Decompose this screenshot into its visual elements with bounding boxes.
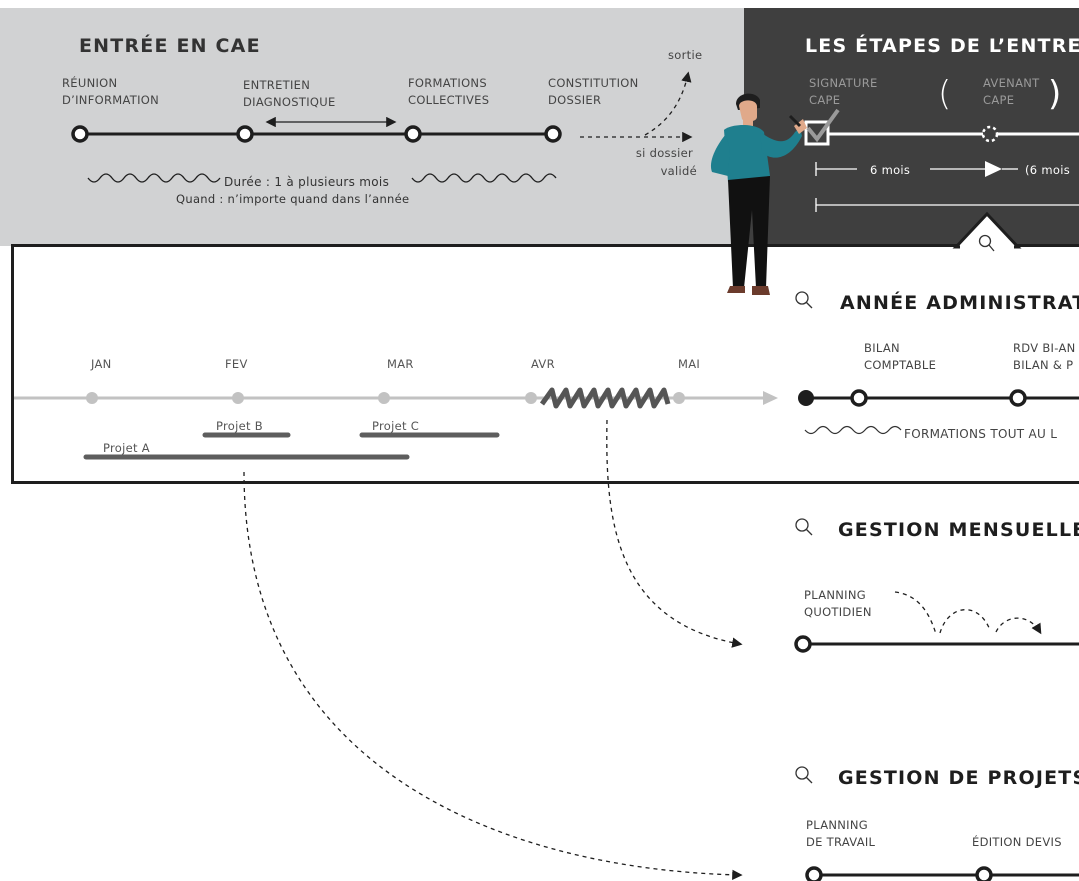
project-a-label: Projet A bbox=[103, 441, 150, 455]
projects-node-2 bbox=[975, 866, 993, 881]
signature-checkbox bbox=[804, 120, 830, 146]
projects-planning-label: PLANNING DE TRAVAIL bbox=[806, 818, 876, 849]
duration-wave-left bbox=[87, 173, 221, 183]
zoom-tab bbox=[952, 211, 1022, 249]
projects-node-1 bbox=[805, 866, 823, 881]
monthly-node bbox=[794, 635, 812, 653]
avr-to-monthly-connector bbox=[606, 419, 743, 648]
six-months-paren-label: (6 mois bbox=[1025, 163, 1070, 177]
step-label-reunion: RÉUNION D’INFORMATION bbox=[62, 75, 159, 107]
month-avr: AVR bbox=[531, 357, 555, 371]
person-neck bbox=[743, 118, 753, 126]
projects-search-icon bbox=[795, 766, 813, 784]
month-dot-mai bbox=[673, 392, 685, 404]
paren-close: ) bbox=[1048, 74, 1061, 114]
month-jan: JAN bbox=[90, 357, 112, 371]
monthly-title: GESTION MENSUELLE bbox=[838, 519, 1079, 541]
scribble-mark bbox=[539, 387, 671, 409]
person-trousers bbox=[728, 176, 770, 288]
daily-hop-arrows bbox=[894, 591, 1040, 634]
admin-node-rdv bbox=[1009, 389, 1027, 407]
entry-node-2 bbox=[236, 125, 254, 143]
calendar-frame bbox=[11, 244, 1079, 484]
entry-title: ENTRÉE EN CAE bbox=[79, 34, 261, 57]
projects-to-management-connector bbox=[243, 471, 743, 881]
avenant-label: AVENANT CAPE bbox=[983, 76, 1043, 107]
signature-label: SIGNATURE CAPE bbox=[809, 76, 882, 107]
monthly-planning-label: PLANNING QUOTIDIEN bbox=[804, 588, 872, 619]
person-hand-right bbox=[794, 119, 807, 134]
month-mai: MAI bbox=[678, 357, 700, 371]
person-head bbox=[739, 100, 757, 122]
step-label-formations: FORMATIONS COLLECTIVES bbox=[408, 76, 491, 107]
project-c-label: Projet C bbox=[372, 419, 419, 433]
six-months-arrowhead bbox=[985, 161, 1002, 177]
bilan-label: BILAN COMPTABLE bbox=[864, 341, 936, 372]
paren-open: ( bbox=[938, 74, 951, 114]
step-label-entretien: ENTRETIEN DIAGNOSTIQUE bbox=[243, 78, 336, 109]
validated-label: si dossier validé bbox=[636, 146, 697, 178]
month-dot-mar bbox=[378, 392, 390, 404]
person-shoe-left bbox=[727, 286, 745, 293]
step-label-constitution: CONSTITUTION DOSSIER bbox=[548, 76, 642, 107]
person-shoe-right bbox=[752, 286, 770, 295]
entry-node-4 bbox=[544, 125, 562, 143]
admin-node-start bbox=[798, 390, 814, 406]
devis-label: ÉDITION DEVIS bbox=[972, 834, 1062, 849]
avenant-node bbox=[981, 125, 999, 143]
admin-formations: FORMATIONS TOUT AU L bbox=[904, 427, 1057, 441]
month-mar: MAR bbox=[387, 357, 414, 371]
person-arm-right bbox=[760, 128, 802, 158]
zoom-search-icon bbox=[978, 234, 995, 252]
month-dot-fev bbox=[232, 392, 244, 404]
entry-node-1 bbox=[71, 125, 89, 143]
stages-title: LES ÉTAPES DE L’ENTREP bbox=[805, 34, 1079, 57]
calendar-arrowhead bbox=[763, 391, 778, 405]
month-dot-avr bbox=[525, 392, 537, 404]
admin-title: ANNÉE ADMINISTRATI bbox=[840, 291, 1079, 314]
admin-wave bbox=[804, 425, 902, 435]
sortie-label: sortie bbox=[668, 48, 702, 62]
admin-node-bilan bbox=[850, 389, 868, 407]
sortie-dashed-arrow bbox=[644, 71, 692, 136]
project-b-label: Projet B bbox=[216, 419, 263, 433]
duration-text: Durée : 1 à plusieurs mois bbox=[224, 175, 389, 189]
projects-title: GESTION DE PROJETS bbox=[838, 767, 1079, 789]
admin-search-icon bbox=[795, 291, 813, 309]
duration-wave-right bbox=[411, 173, 557, 183]
person-illustration bbox=[710, 93, 807, 295]
monthly-search-icon bbox=[795, 518, 813, 536]
check-icon bbox=[806, 108, 840, 143]
when-text: Quand : n’importe quand dans l’année bbox=[176, 192, 409, 206]
month-dot-jan bbox=[86, 392, 98, 404]
six-months-label: 6 mois bbox=[870, 163, 910, 177]
rdv-label: RDV BI-AN BILAN & P bbox=[1013, 341, 1079, 372]
person-marker bbox=[788, 114, 802, 128]
month-fev: FEV bbox=[225, 357, 248, 371]
entry-node-3 bbox=[404, 125, 422, 143]
person-shirt bbox=[724, 125, 770, 182]
person-arm-left bbox=[710, 134, 730, 176]
